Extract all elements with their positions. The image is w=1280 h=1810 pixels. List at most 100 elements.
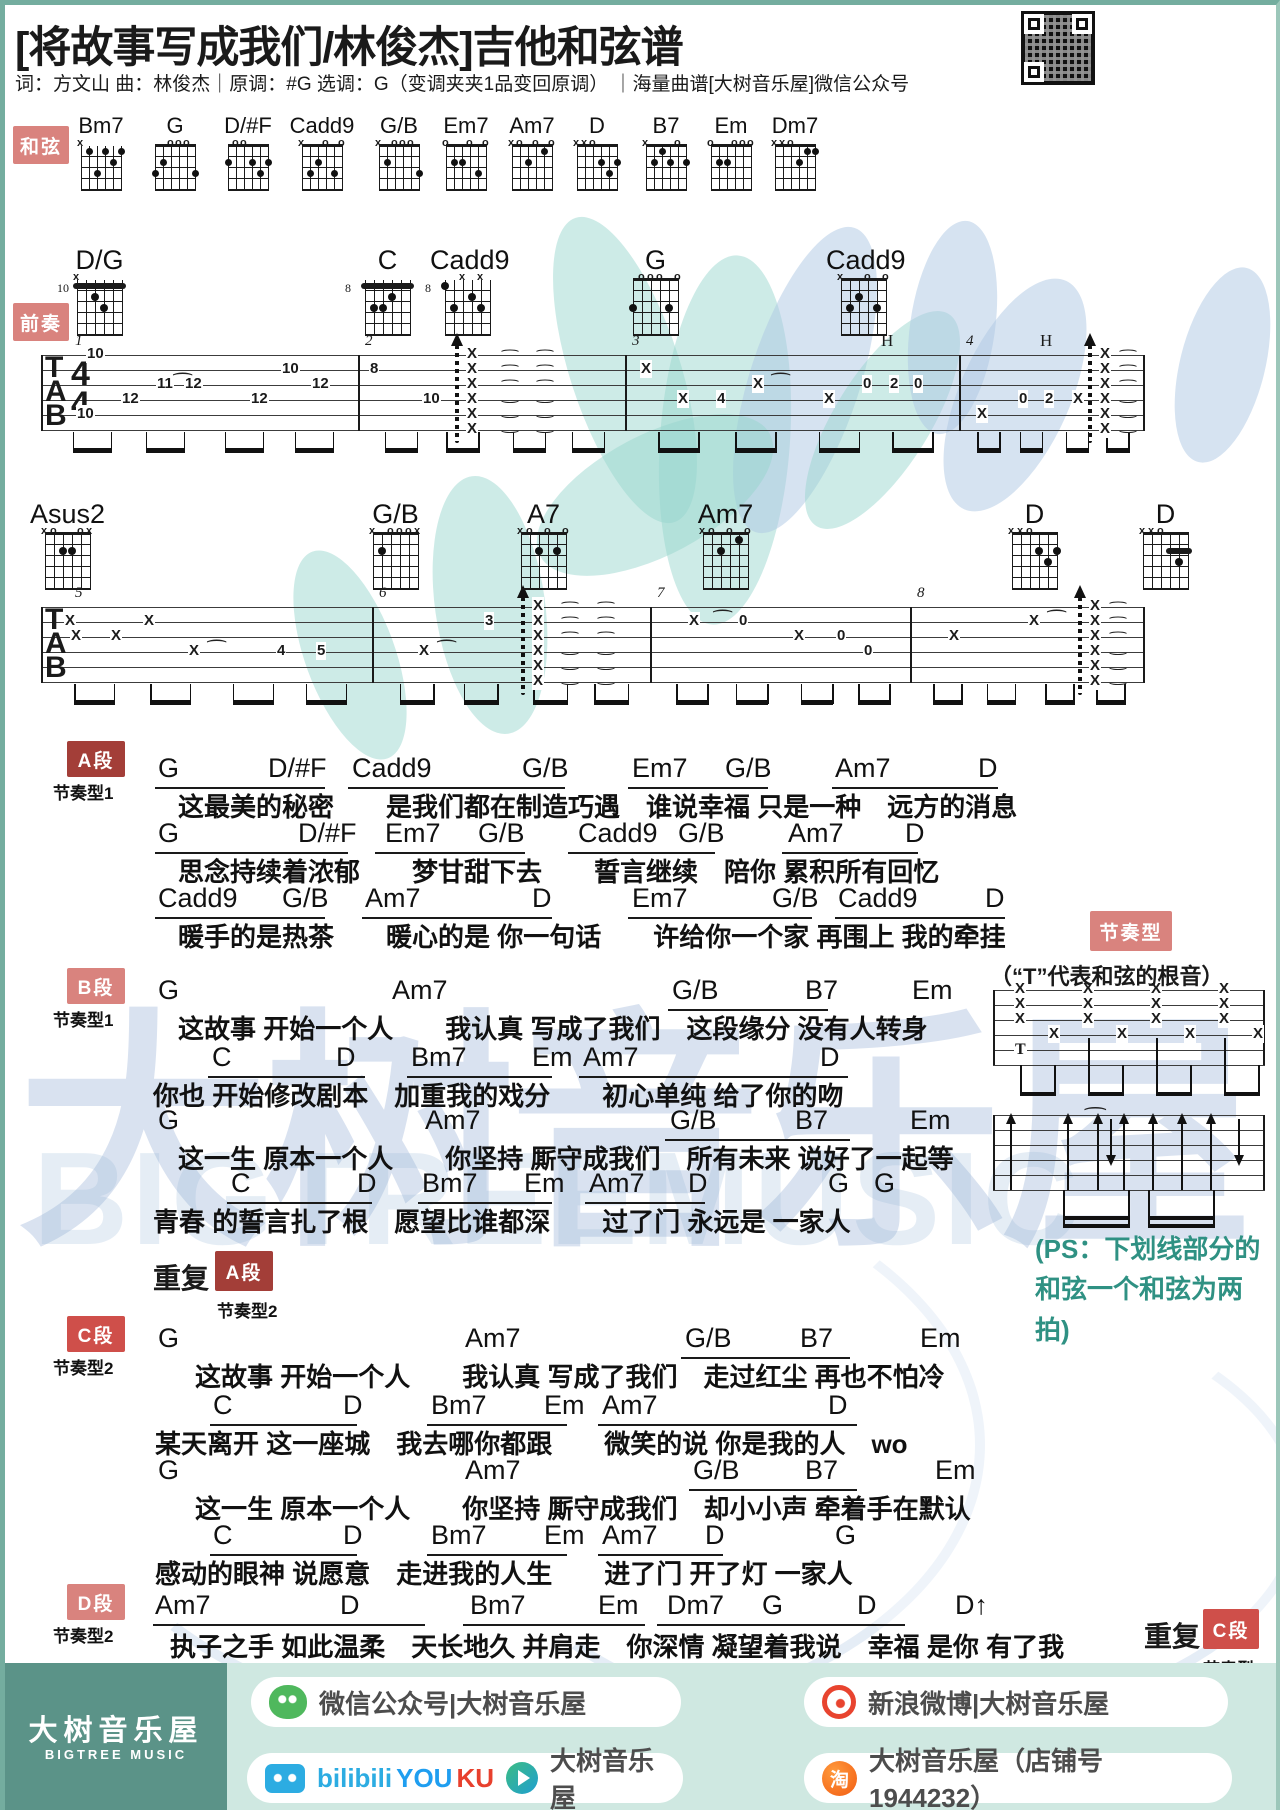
beam-stem xyxy=(1156,1038,1158,1065)
let-ring-arc: ⌣ xyxy=(534,408,556,425)
beam-stem xyxy=(594,684,596,704)
rhythm-x: X xyxy=(1252,1025,1265,1043)
chord-label: B7 xyxy=(805,975,839,1005)
chord-dot xyxy=(735,535,743,544)
chord-label: Em7 xyxy=(632,883,688,913)
strum-x: X xyxy=(466,420,479,438)
chord-dot xyxy=(723,159,731,166)
rhythm-x: X xyxy=(1082,995,1095,1013)
staff-line xyxy=(993,1160,1265,1161)
string-marker: x xyxy=(1139,525,1146,537)
chord-dot xyxy=(388,292,396,301)
chord-dot xyxy=(370,303,378,312)
chord-nut xyxy=(446,144,487,147)
chord-dot xyxy=(658,148,666,155)
strum-x: X xyxy=(1089,612,1102,630)
rhythm-x: X xyxy=(1150,995,1163,1013)
string-marker: o xyxy=(338,137,345,149)
tab-note: 4 xyxy=(716,390,727,408)
chord-underline xyxy=(418,1202,552,1204)
chord-dot xyxy=(717,546,725,555)
beam-bar xyxy=(858,700,891,705)
strum-arrow-icon xyxy=(1084,333,1096,346)
chord-nut xyxy=(155,144,196,147)
footer-link-weibo[interactable]: 新浪微博|大树音乐屋 xyxy=(804,1677,1228,1727)
bili-icon xyxy=(265,1763,305,1793)
footer-link-tao[interactable]: 淘大树音乐屋（店铺号 1944232） xyxy=(804,1746,1232,1810)
chord-underline xyxy=(375,852,525,854)
measure-number: 2 xyxy=(365,333,373,349)
chord-dot xyxy=(665,303,673,312)
chord-underline xyxy=(598,1554,723,1556)
string-marker: o xyxy=(399,137,406,149)
beam-stem xyxy=(603,432,606,452)
chord-underline xyxy=(782,852,918,854)
repeat-label: 重复 xyxy=(1144,1621,1201,1652)
chord-diagram-name: D xyxy=(1155,499,1176,529)
string-marker: x xyxy=(414,525,421,537)
chord-label: G xyxy=(158,975,180,1005)
beam-stem xyxy=(818,432,821,452)
tab-note: 2 xyxy=(889,375,900,393)
chord-underline xyxy=(463,1624,645,1626)
string-marker: o xyxy=(1026,525,1033,537)
section-badge: 节奏型 xyxy=(1090,911,1172,951)
beam-stem xyxy=(735,432,737,452)
chord-dot xyxy=(650,159,658,166)
beam-stem xyxy=(767,684,769,704)
tab-note: 0 xyxy=(913,375,924,393)
chord-dot xyxy=(1175,557,1183,566)
beam-bar xyxy=(399,700,435,705)
chord-diagram xyxy=(379,146,420,191)
measure-number: 5 xyxy=(75,585,83,601)
rhythm-x: X xyxy=(1150,1010,1163,1028)
chord-label: D xyxy=(905,818,925,848)
string-marker: o xyxy=(647,271,654,283)
chord-dot xyxy=(540,148,548,155)
chord-dot xyxy=(846,303,854,312)
beam-stem xyxy=(676,684,678,704)
chord-label: Cadd9 xyxy=(158,883,238,913)
chord-diagram-name: Dm7 xyxy=(771,113,819,138)
string-marker: o xyxy=(50,525,57,537)
beam-stem xyxy=(272,684,275,704)
beam-bar xyxy=(150,700,192,705)
footer-link-wechat[interactable]: 微信公众号|大树音乐屋 xyxy=(251,1677,681,1727)
beam-stem xyxy=(1088,1065,1090,1095)
rhythm-x: X xyxy=(1082,980,1095,998)
chord-nut xyxy=(45,532,91,535)
string-marker: o xyxy=(638,271,645,283)
rhythm-x: X xyxy=(1014,980,1027,998)
beam-stem xyxy=(889,684,891,704)
footer: 大树音乐屋 BIGTREE MUSIC 微信公众号|大树音乐屋新浪微博|大树音乐… xyxy=(5,1663,1276,1810)
string-marker: x xyxy=(837,271,844,283)
beam-bar xyxy=(735,700,769,705)
string-marker: o xyxy=(674,271,681,283)
chord-underline xyxy=(407,1076,552,1078)
measure-number: 8 xyxy=(917,585,925,601)
chord-label: D xyxy=(688,1168,708,1198)
section-badge: C段 xyxy=(67,1316,125,1352)
tab-note: X xyxy=(688,612,701,630)
string-marker: o xyxy=(175,137,182,149)
beam-stem xyxy=(1020,1065,1022,1095)
beam-bar xyxy=(1224,1092,1260,1096)
rhythm-x: X xyxy=(1218,1010,1231,1028)
string-marker: o xyxy=(731,137,738,149)
strum-wave xyxy=(1088,345,1092,443)
beam-stem xyxy=(1065,432,1068,452)
tab-note: 12 xyxy=(121,390,140,408)
rhythm-x: X xyxy=(1014,1010,1027,1028)
chord-label: G/B xyxy=(693,1455,740,1485)
tab-barline xyxy=(625,355,627,431)
beam-stem xyxy=(416,432,419,452)
beam-stem xyxy=(1122,1065,1124,1095)
chord-label: G/B xyxy=(670,1105,717,1135)
strum-x: X xyxy=(532,612,545,630)
strum-x: X xyxy=(1089,627,1102,645)
chord-nut xyxy=(1143,532,1189,535)
string-marker: x xyxy=(1148,525,1155,537)
rhythm-x: X xyxy=(1048,1025,1061,1043)
chord-label: G xyxy=(828,1168,850,1198)
